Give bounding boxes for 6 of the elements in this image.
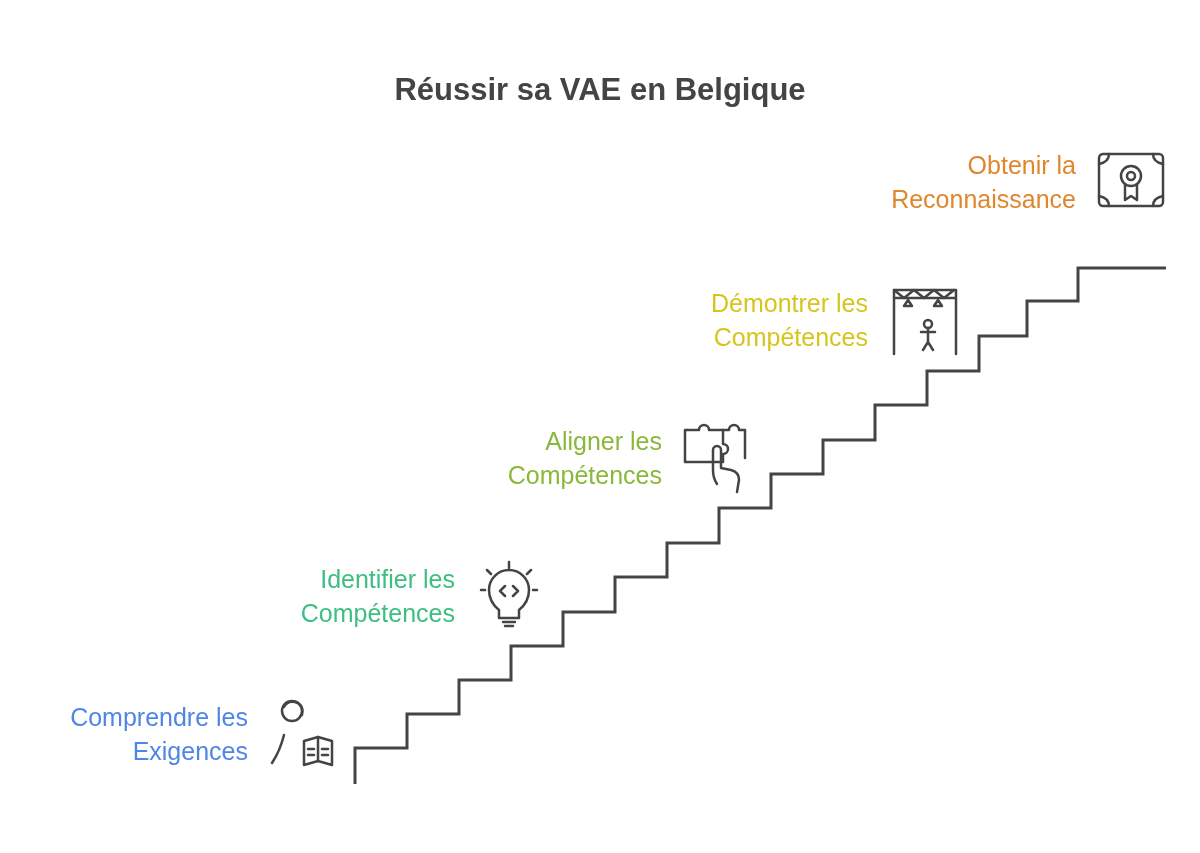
step-label: Aligner les Compétences bbox=[506, 426, 662, 491]
step-label: Démontrer les Compétences bbox=[710, 288, 868, 353]
title: Réussir sa VAE en Belgique bbox=[393, 72, 807, 108]
step-label: Comprendre les Exigences bbox=[69, 702, 248, 767]
step-label: Identifier les Compétences bbox=[299, 564, 455, 629]
step-label: Obtenir la Reconnaissance bbox=[890, 150, 1076, 215]
